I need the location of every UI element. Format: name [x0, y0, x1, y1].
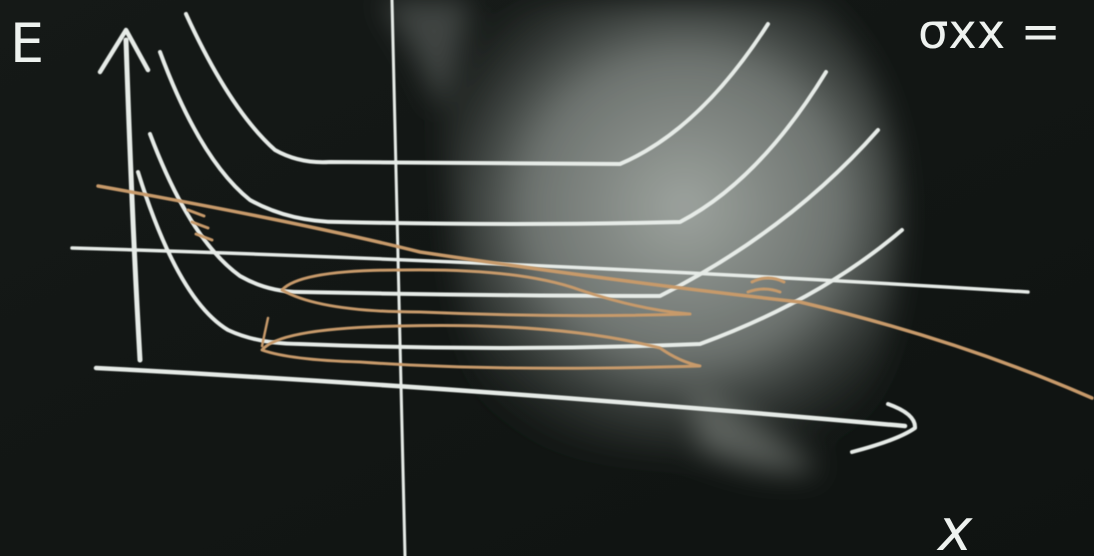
conductivity-label: σxx =: [918, 4, 1061, 60]
energy-axis-label: E: [10, 12, 44, 75]
position-axis-label: x: [936, 496, 973, 556]
